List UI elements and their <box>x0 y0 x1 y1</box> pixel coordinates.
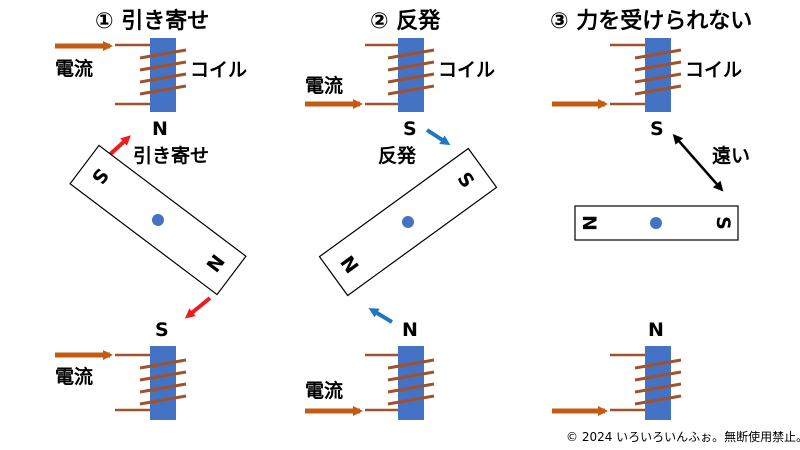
coil-wire <box>365 353 398 412</box>
top-coil: 電流 コイル S <box>305 38 495 140</box>
panel-title: ① 引き寄せ <box>95 8 209 34</box>
coil-winding <box>139 358 187 406</box>
bar-magnet: N S <box>574 205 739 241</box>
magnet-pivot <box>402 216 414 228</box>
bottom-coil: N <box>552 319 682 420</box>
copyright-notice: © 2024 いろいろいんふぉ。無断使用禁止。 <box>566 429 800 444</box>
coil-pole-label: N <box>648 319 664 341</box>
coil-label: コイル <box>438 59 495 81</box>
coil-winding <box>387 358 435 406</box>
bottom-coil: S 電流 <box>55 319 187 420</box>
magnet-pivot <box>650 217 662 229</box>
distance-label: 遠い <box>712 145 750 167</box>
coil-pole-label: S <box>155 319 169 341</box>
coil-label: コイル <box>190 59 247 81</box>
coil-winding <box>139 48 187 96</box>
coil-winding <box>634 48 682 96</box>
attract-arrow-bottom <box>184 296 212 319</box>
current-label: 電流 <box>305 74 343 97</box>
coil-wire <box>115 43 150 106</box>
action-label: 引き寄せ <box>133 144 209 167</box>
coil-core <box>645 346 671 420</box>
coil-core <box>398 346 424 420</box>
coil-wire <box>610 353 645 412</box>
repel-arrow <box>425 128 451 146</box>
coil-wire <box>115 353 150 412</box>
coil-wire <box>365 43 398 106</box>
action-label: 反発 <box>378 144 417 167</box>
coil-wire <box>610 43 645 106</box>
panel-title: ③ 力を受けられない <box>550 8 752 34</box>
panel-title: ② 反発 <box>370 9 441 34</box>
panel-attract: ① 引き寄せ 電流 コイル N 引き寄せ S N S <box>55 8 247 420</box>
coil-pole-label: S <box>650 118 664 140</box>
bar-magnet: S N <box>69 144 247 296</box>
coil-winding <box>634 358 682 406</box>
repel-arrow-bottom <box>368 307 394 324</box>
coil-pole-label: N <box>152 118 168 140</box>
coil-pole-label: N <box>402 319 418 341</box>
coil-label: コイル <box>685 59 742 81</box>
magnet-pole-left: N <box>578 215 600 231</box>
magnet-pole-right: S <box>712 216 734 230</box>
bottom-coil: N 電流 <box>305 319 435 420</box>
current-label: 電流 <box>55 57 93 80</box>
panel-no-force: ③ 力を受けられない コイル S 遠い N S N <box>550 8 752 420</box>
top-coil: 電流 コイル N <box>55 38 247 140</box>
distance-arrow <box>672 133 724 192</box>
coil-pole-label: S <box>403 118 417 140</box>
magnet-pivot <box>152 214 164 226</box>
coil-core <box>150 346 176 420</box>
coil-winding <box>387 48 435 96</box>
current-label: 電流 <box>305 379 343 402</box>
current-label: 電流 <box>55 365 93 388</box>
top-coil: コイル S <box>552 38 742 140</box>
bar-magnet: N S <box>318 147 498 297</box>
panel-repel: ② 反発 電流 コイル S 反発 N S N <box>305 9 498 420</box>
